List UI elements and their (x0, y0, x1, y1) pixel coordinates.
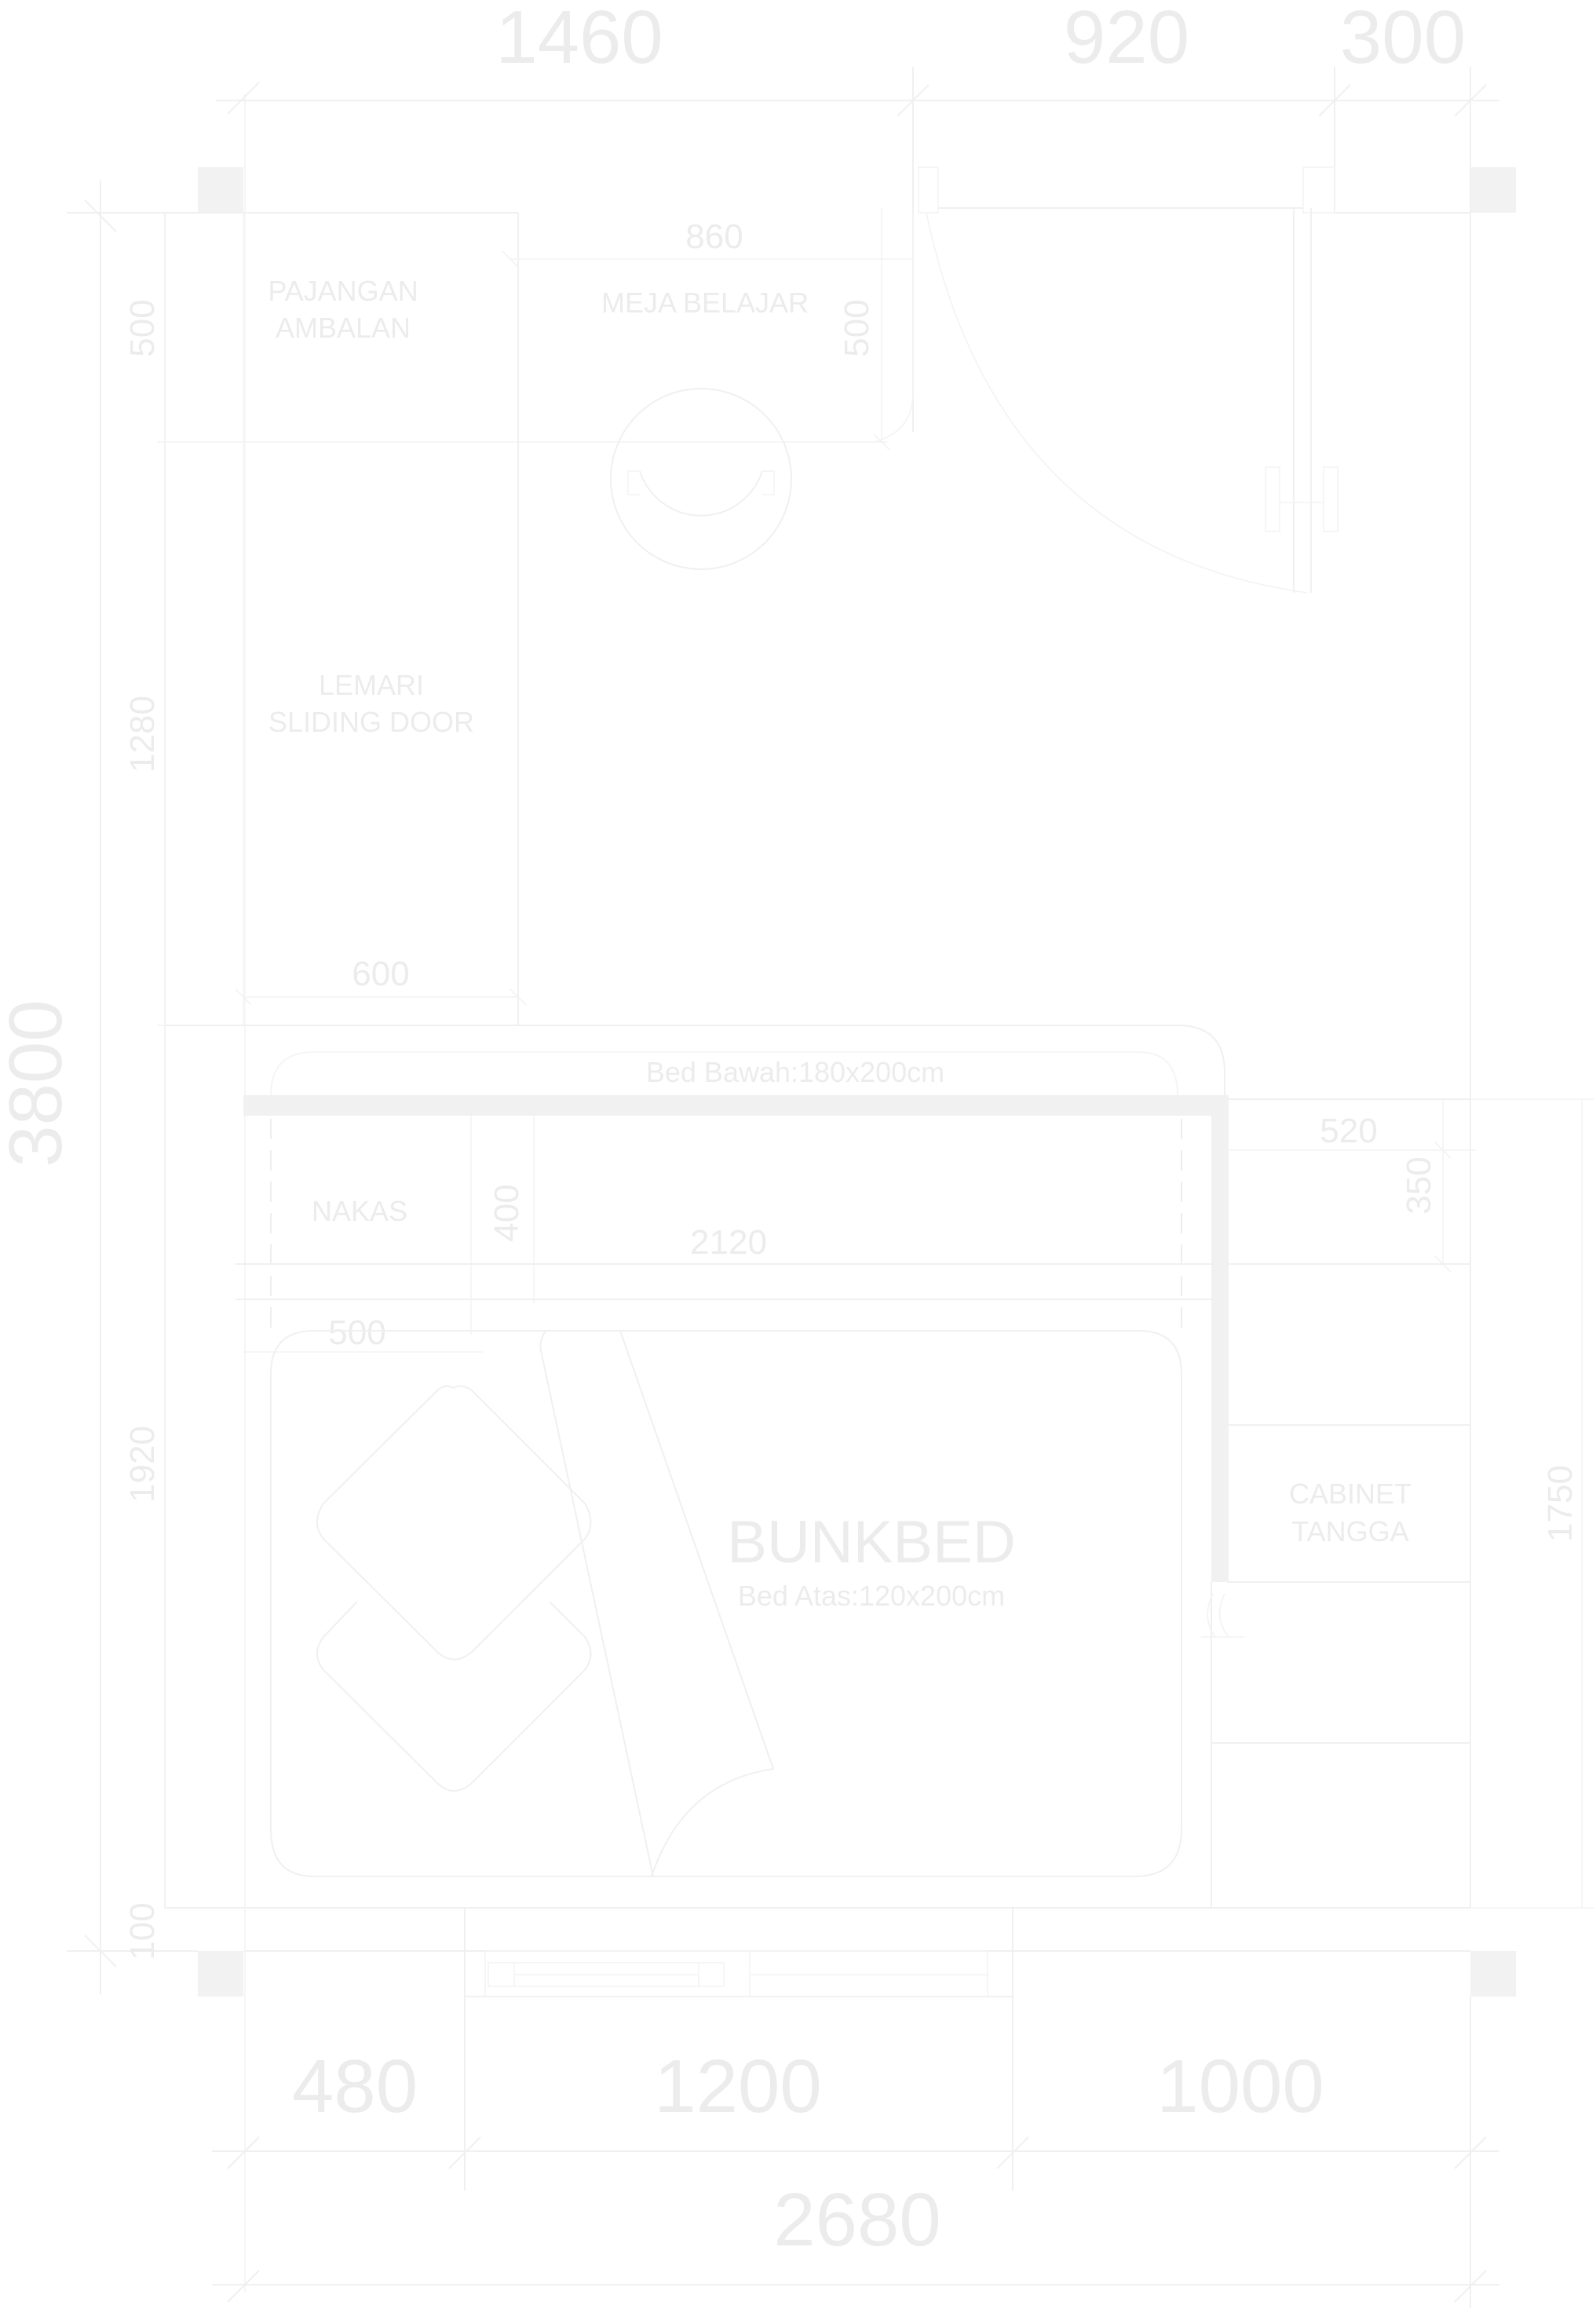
dim-left-total: 3800 (0, 999, 78, 1167)
label-bed-atas: Bed Atas:120x200cm (738, 1580, 1005, 1612)
top-dimension-line (216, 67, 1499, 432)
window-icon (464, 1908, 1013, 2190)
label-lemari-2: SLIDING DOOR (268, 706, 474, 738)
dim-cabinet-1750: 1750 (1541, 1465, 1580, 1542)
dim-wardrobe-600: 600 (352, 955, 409, 993)
dim-left-1280: 1280 (123, 696, 162, 773)
wardrobe-outline (235, 213, 527, 1025)
chair-icon (610, 388, 792, 570)
label-bed-bawah: Bed Bawah:180x200cm (646, 1056, 944, 1088)
dim-bottom-1200: 1200 (654, 2044, 822, 2128)
label-pajangan-2: AMBALAN (276, 312, 411, 344)
label-cabinet-1: CABINET (1289, 1478, 1412, 1510)
bottom-dimension-line (212, 1997, 1499, 2308)
dim-nakas-400: 400 (488, 1184, 526, 1241)
desk (502, 208, 914, 451)
column-top-left (198, 167, 243, 213)
dim-bed-2120: 2120 (690, 1223, 767, 1262)
dim-nakas-500: 500 (328, 1313, 385, 1352)
dim-cabinet-520: 520 (1320, 1112, 1377, 1150)
label-cabinet-2: TANGGA (1291, 1515, 1408, 1547)
dim-top-1: 1460 (495, 0, 663, 79)
door-swing-icon (918, 166, 1339, 594)
bunkbed-mattress (270, 1330, 1182, 1877)
dim-bottom-2680: 2680 (773, 2178, 941, 2262)
outer-walls (164, 94, 1471, 2293)
label-nakas: NAKAS (312, 1195, 407, 1227)
left-dimension-line (67, 181, 243, 1994)
bed-frame (165, 1025, 1470, 1582)
label-pajangan-1: PAJANGAN (268, 275, 418, 307)
label-bunkbed: BUNKBED (727, 1509, 1015, 1576)
pillow-icon (316, 1385, 592, 1792)
dim-desk-500: 500 (838, 299, 876, 356)
column-bottom-right (1470, 1951, 1516, 1997)
dim-top-2: 920 (1064, 0, 1189, 79)
column-top-right (1470, 167, 1516, 213)
dim-bottom-480: 480 (292, 2044, 418, 2128)
dim-left-100: 100 (123, 1902, 162, 1960)
label-lemari-1: LEMARI (319, 669, 424, 701)
dim-left-1920: 1920 (123, 1426, 162, 1503)
dim-left-500: 500 (123, 299, 162, 356)
column-bottom-left (198, 1951, 243, 1997)
label-meja-belajar: MEJA BELAJAR (601, 287, 809, 319)
dim-desk-860: 860 (685, 217, 743, 256)
cabinet-tangga (1201, 1098, 1594, 1909)
dim-cabinet-350: 350 (1400, 1156, 1438, 1214)
blanket-icon (539, 1330, 775, 1877)
dim-bottom-1000: 1000 (1156, 2044, 1324, 2128)
dim-top-3: 300 (1340, 0, 1466, 79)
